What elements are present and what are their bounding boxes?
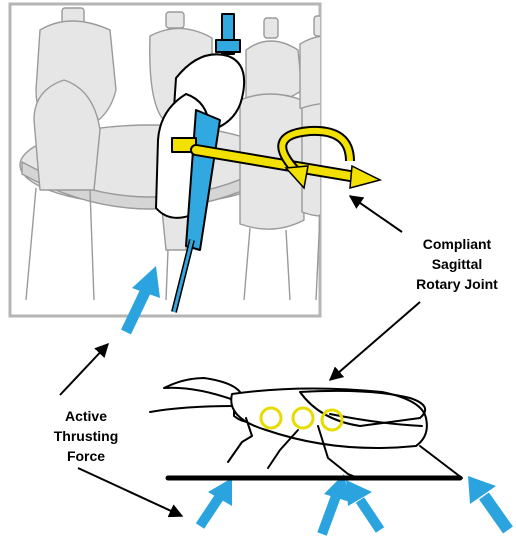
thrust-arrow-4 (468, 476, 508, 530)
force-leader-arrow-down (78, 468, 182, 516)
joint-leader-arrow-insect (330, 302, 420, 380)
insect-front-leg (228, 418, 252, 462)
thrust-arrow-3 (346, 480, 380, 530)
robot-photo-inset (10, 4, 360, 316)
thrust-arrow-1 (200, 478, 232, 526)
compliant-joint-label: Compliant Sagittal Rotary Joint (392, 234, 516, 294)
thrust-arrow-2 (322, 474, 350, 534)
thrusting-force-label: Active Thrusting Force (36, 406, 136, 466)
insect-antenna-2 (150, 406, 234, 412)
joint-leader-arrow-photo (350, 196, 402, 232)
force-leader-arrow-up (60, 344, 108, 395)
insect-antenna (164, 378, 240, 400)
